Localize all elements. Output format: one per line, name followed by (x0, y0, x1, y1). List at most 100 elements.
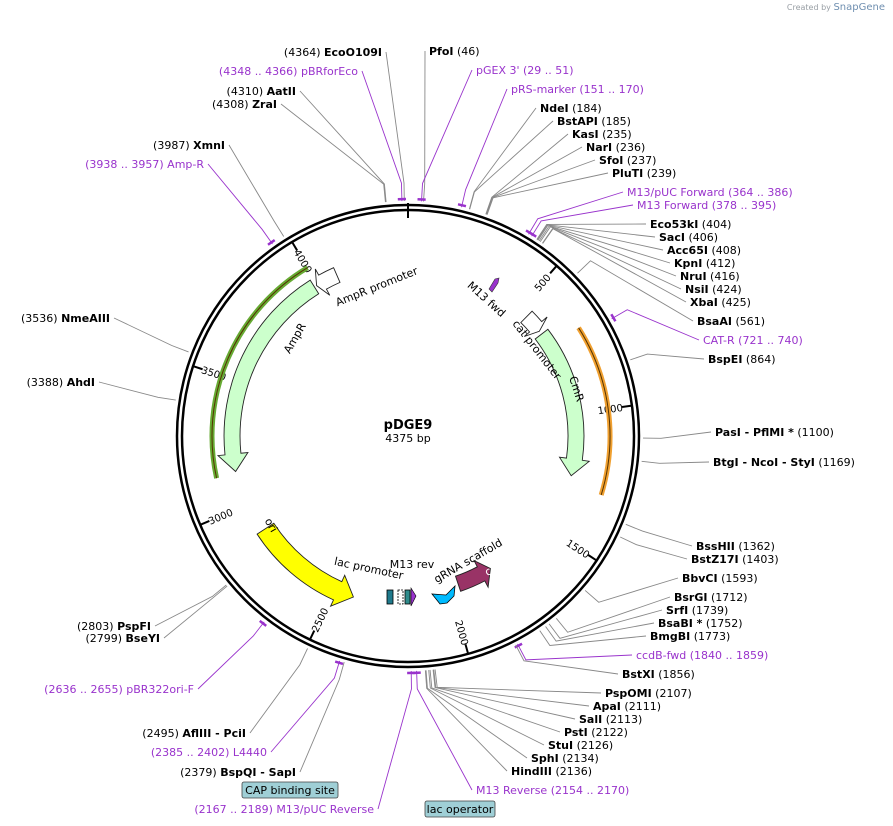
lac-operator-tag: lac operator (424, 800, 496, 818)
enzyme-name: NsiI (685, 283, 709, 296)
ampr-arrow (216, 279, 320, 473)
primer-site-label: M13 Reverse (2154 .. 2170) (476, 784, 629, 797)
enzyme-name: BmgBI (650, 630, 690, 643)
enzyme-site-label: BmgBI (1773) (650, 630, 730, 643)
primer-site-label: pRS-marker (151 .. 170) (511, 83, 644, 96)
enzyme-site-label: SrfI (1739) (666, 604, 728, 617)
leader-line (538, 225, 671, 264)
ccdb-arrow (454, 559, 491, 592)
enzyme-coord: (2799) (85, 632, 125, 645)
enzyme-name: AatII (267, 85, 296, 98)
m13-fwd-marker (488, 277, 500, 293)
tick-label: 2500 (310, 607, 331, 635)
leader-line (537, 224, 656, 241)
enzyme-name: PasI - PflMI * (715, 426, 794, 439)
primer-mark (610, 313, 617, 322)
enzyme-site-label: BtgI - NcoI - StyI (1169) (713, 456, 855, 469)
enzyme-site-label: BstXI (1856) (622, 668, 695, 681)
enzyme-name: SacI (659, 231, 685, 244)
enzyme-site-label: BstZ17I (1403) (691, 553, 779, 566)
enzyme-site-label: SfoI (237) (599, 154, 656, 167)
leader-line (270, 660, 341, 753)
enzyme-coord: (1362) (735, 540, 775, 553)
primer-site-label: (2636 .. 2655) pBR322ori-F (44, 683, 194, 696)
enzyme-name: SrfI (666, 604, 688, 617)
tick-label: 500 (533, 273, 554, 295)
enzyme-name: AflIII - PciI (182, 727, 246, 740)
enzyme-coord: (404) (698, 218, 731, 231)
leader-line (584, 577, 679, 603)
enzyme-site-label: (4364) EcoO109I (284, 46, 382, 59)
enzyme-site-label: KpnI (412) (674, 257, 735, 270)
enzyme-site-label: BsaAI (561) (697, 315, 765, 328)
leader-line (536, 223, 647, 240)
primer-site-label: ccdB-fwd (1840 .. 1859) (636, 649, 768, 662)
enzyme-site-label: SphI (2134) (531, 752, 599, 765)
leader-line (385, 51, 405, 202)
enzyme-name: BsaAI (697, 315, 732, 328)
ampr-promoter-label: AmpR promoter (334, 264, 420, 309)
enzyme-site-label: BstAPI (185) (557, 115, 631, 128)
enzyme-coord: (1403) (739, 553, 779, 566)
leader-line (423, 50, 426, 202)
leader-line (425, 670, 528, 759)
leader-line (416, 670, 473, 791)
primer-site-label: (2385 .. 2402) L4440 (151, 746, 267, 759)
enzyme-site-label: (4308) ZraI (212, 98, 277, 111)
enzyme-name: XbaI (690, 296, 718, 309)
cap-site-box (404, 589, 411, 605)
enzyme-site-label: BspEI (864) (708, 353, 776, 366)
tick-mark (621, 404, 632, 408)
enzyme-coord: (1773) (690, 630, 730, 643)
primer-mark (514, 642, 523, 649)
enzyme-name: PluTI (612, 167, 643, 180)
leader-line (299, 90, 387, 203)
leader-line (517, 643, 633, 661)
enzyme-coord: (3536) (21, 312, 61, 325)
enzyme-coord: (46) (454, 45, 480, 58)
leader-line (469, 120, 554, 210)
enzyme-name: BsrGI (674, 591, 707, 604)
leader-line (486, 159, 596, 215)
leader-line (228, 144, 285, 237)
enzyme-name: HindIII (511, 765, 552, 778)
enzyme-name: SalI (579, 713, 602, 726)
enzyme-name: BspQI - SapI (220, 766, 296, 779)
lac-arrow (431, 584, 456, 605)
enzyme-coord: (408) (708, 244, 741, 257)
enzyme-coord: (1752) (702, 617, 742, 630)
leader-line (197, 621, 265, 690)
enzyme-coord: (2495) (142, 727, 182, 740)
enzyme-site-label: SalI (2113) (579, 713, 642, 726)
leader-line (545, 622, 655, 642)
leader-line (163, 585, 228, 639)
enzyme-coord: (2803) (77, 620, 117, 633)
enzyme-name: EcoO109I (324, 46, 382, 59)
enzyme-coord: (235) (599, 128, 632, 141)
lac-promoter-box (386, 589, 394, 605)
leader-line (630, 353, 705, 361)
leader-line (424, 670, 508, 772)
enzyme-site-label: (3987) XmnI (153, 139, 225, 152)
enzyme-site-label: Acc65I (408) (667, 244, 741, 257)
enzyme-site-label: NdeI (184) (540, 102, 602, 115)
enzyme-coord: (4364) (284, 46, 324, 59)
enzyme-name: BseYI (126, 632, 160, 645)
enzyme-coord: (184) (569, 102, 602, 115)
small-features (386, 277, 500, 607)
enzyme-name: BstXI (622, 668, 655, 681)
enzyme-coord: (2134) (559, 752, 599, 765)
enzyme-name: PstI (564, 726, 588, 739)
leader-line (625, 523, 693, 547)
enzyme-site-label: PasI - PflMI * (1100) (715, 426, 834, 439)
primer-mark (259, 619, 267, 627)
enzyme-coord: (2111) (621, 700, 661, 713)
leader-line (361, 70, 403, 202)
enzyme-site-label: BsrGI (1712) (674, 591, 748, 604)
primer-mark (334, 660, 344, 666)
enzyme-name: BssHII (696, 540, 735, 553)
enzyme-name: BsaBI * (658, 617, 703, 630)
enzyme-name: AhdI (67, 376, 95, 389)
enzyme-name: KasI (572, 128, 599, 141)
